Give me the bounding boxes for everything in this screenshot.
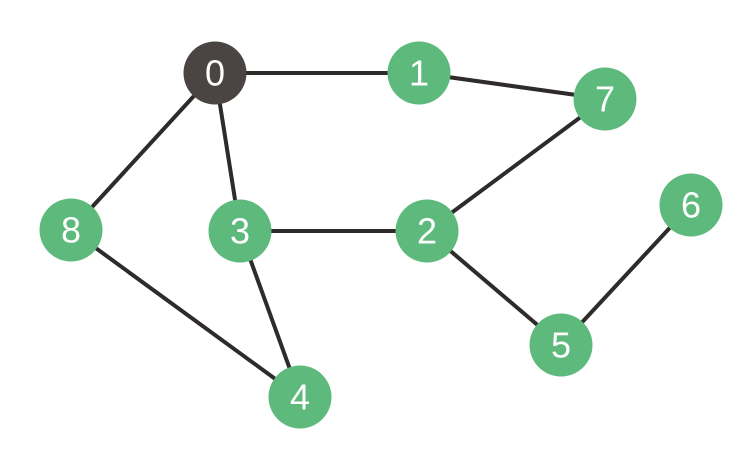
node-circle-8 (39, 198, 103, 262)
graph-node-2: 2 (395, 199, 459, 263)
graph-node-3: 3 (208, 199, 272, 263)
graph-node-7: 7 (573, 67, 637, 131)
node-circle-1 (387, 41, 451, 105)
graph-edge-5-6 (559, 203, 693, 347)
node-circle-4 (268, 365, 332, 429)
node-circle-2 (395, 199, 459, 263)
node-circle-7 (573, 67, 637, 131)
graph-node-0: 0 (183, 41, 247, 105)
graph-node-8: 8 (39, 198, 103, 262)
node-circle-3 (208, 199, 272, 263)
graph-edge-4-8 (69, 228, 302, 399)
graph-node-6: 6 (659, 173, 723, 237)
graph-edge-2-7 (425, 97, 607, 233)
graph-node-1: 1 (387, 41, 451, 105)
graph-node-5: 5 (529, 313, 593, 377)
node-circle-0 (183, 41, 247, 105)
graph-edge-0-8 (69, 71, 217, 232)
node-circle-6 (659, 173, 723, 237)
graph-node-4: 4 (268, 365, 332, 429)
node-circle-5 (529, 313, 593, 377)
